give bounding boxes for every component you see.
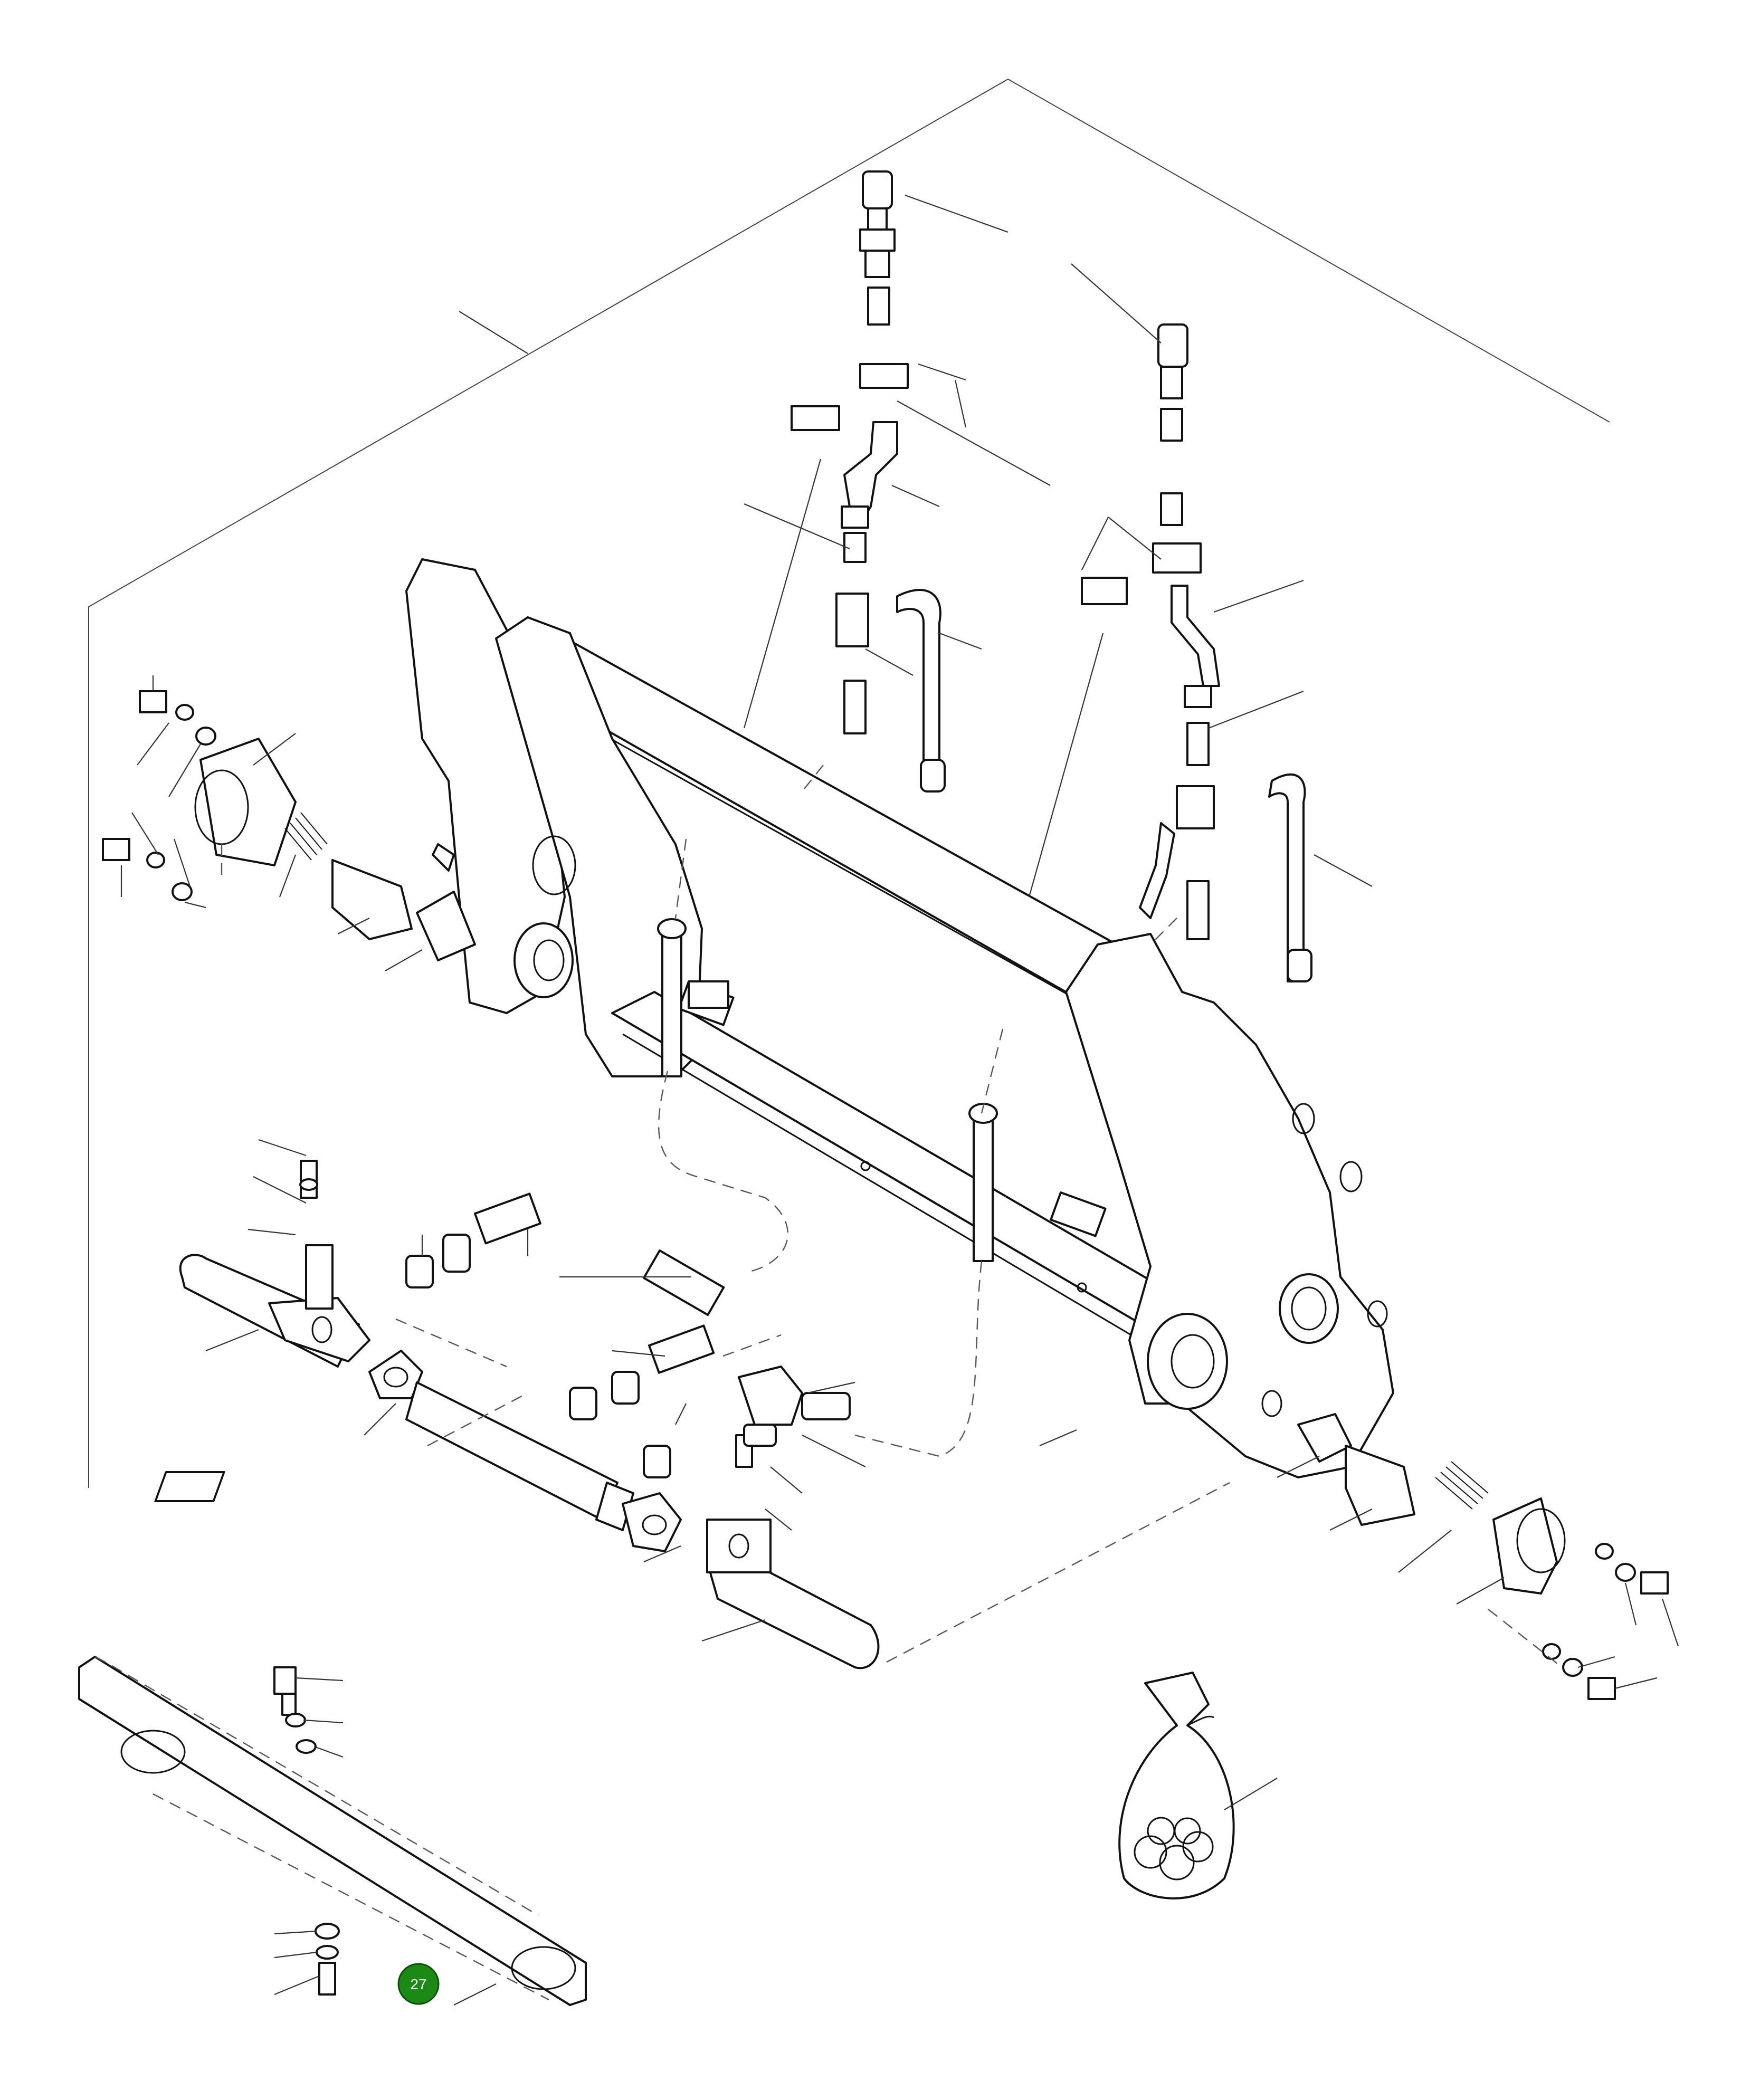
cylinder-upper-bracket: [154, 1139, 803, 1531]
right-sideplate: [1065, 933, 1394, 1478]
routing-lines: [658, 765, 1177, 1457]
hose-group-top-right: [1028, 263, 1373, 982]
cylinder-assembly: [179, 1254, 1230, 1669]
callout-27-circle[interactable]: [397, 1963, 440, 2005]
fitting-cluster: [395, 1192, 1077, 1478]
callout-27[interactable]: 27: [397, 1963, 440, 2005]
hardware-bag: [1118, 1672, 1278, 1899]
assembly-frame: [88, 78, 1610, 1488]
hose-group-top-left: [743, 170, 1051, 793]
vertical-pins: [657, 918, 998, 1262]
callout-27-label[interactable]: 27: [410, 1976, 426, 1992]
lower-rail-bottom: [78, 1656, 587, 2006]
right-pin-group: [1277, 1413, 1679, 1700]
left-pin-group: [102, 675, 476, 971]
